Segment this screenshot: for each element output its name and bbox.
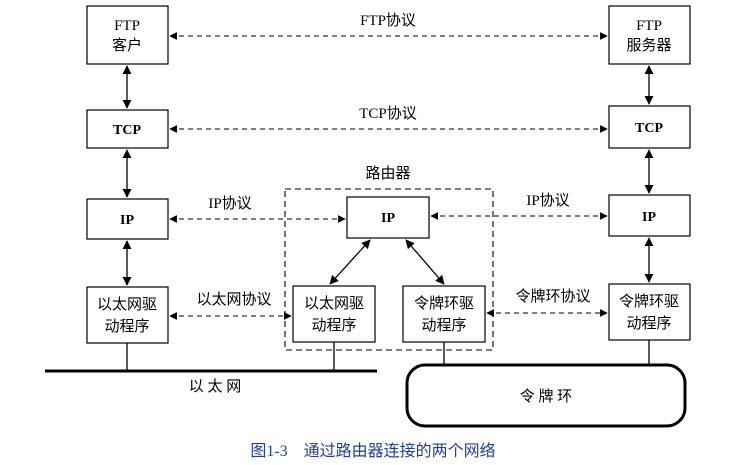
ethernet-driver-router-label-2: 动程序 xyxy=(311,317,356,334)
ethernet-driver-router-label-1: 以太网驱 xyxy=(304,295,364,312)
token-ring-driver-right-label-2: 动程序 xyxy=(626,315,671,332)
ftp-client-label-2: 客户 xyxy=(112,37,142,54)
tcp-left-box xyxy=(86,109,169,149)
arrow-router-ip-token-ring xyxy=(405,239,445,285)
token-ring-label: 令 牌 环 xyxy=(520,388,573,405)
router-title: 路由器 xyxy=(365,165,410,182)
ip-router-box xyxy=(346,196,430,239)
token-ring-protocol-label: 令牌环协议 xyxy=(515,288,590,305)
ftp-server-label-1: FTP xyxy=(636,18,662,34)
ip-right-box xyxy=(608,194,691,237)
token-ring-driver-right-label-1: 令牌环驱 xyxy=(619,293,679,310)
ftp-client-box xyxy=(86,5,169,65)
ethernet-driver-left-box xyxy=(86,286,169,344)
ip-left-box xyxy=(86,198,169,240)
ip-left-label: IP xyxy=(120,213,134,228)
tcp-left-label: TCP xyxy=(113,123,141,138)
ftp-protocol-label: FTP协议 xyxy=(360,12,416,29)
ftp-server-box xyxy=(608,5,691,65)
token-ring-driver-router-label-1: 令牌环驱 xyxy=(414,295,474,312)
figure-caption: 图1-3 通过路由器连接的两个网络 xyxy=(250,441,495,460)
ethernet-label: 以 太 网 xyxy=(189,378,242,395)
tcp-right-label: TCP xyxy=(635,121,663,136)
router-boundary xyxy=(284,188,494,351)
ip-protocol-left-label: IP协议 xyxy=(208,195,251,212)
ftp-client-label-1: FTP xyxy=(114,18,140,34)
tcp-right-box xyxy=(608,105,691,149)
ip-right-label: IP xyxy=(642,210,656,225)
token-ring xyxy=(405,363,687,428)
ip-router-label: IP xyxy=(381,211,395,226)
ip-protocol-right-label: IP协议 xyxy=(526,192,569,209)
token-ring-driver-right-box xyxy=(608,283,691,341)
ftp-server-label-2: 服务器 xyxy=(626,37,671,54)
arrow-router-ip-ethernet xyxy=(329,239,371,285)
ethernet-driver-left-label-2: 动程序 xyxy=(104,318,149,335)
ethernet-protocol-label: 以太网协议 xyxy=(196,291,271,308)
token-ring-driver-router-box xyxy=(402,285,486,343)
ethernet-driver-router-box xyxy=(292,285,376,343)
tcp-protocol-label: TCP协议 xyxy=(359,105,417,122)
ethernet-driver-left-label-1: 以太网驱 xyxy=(97,296,157,313)
token-ring-driver-router-label-2: 动程序 xyxy=(421,317,466,334)
